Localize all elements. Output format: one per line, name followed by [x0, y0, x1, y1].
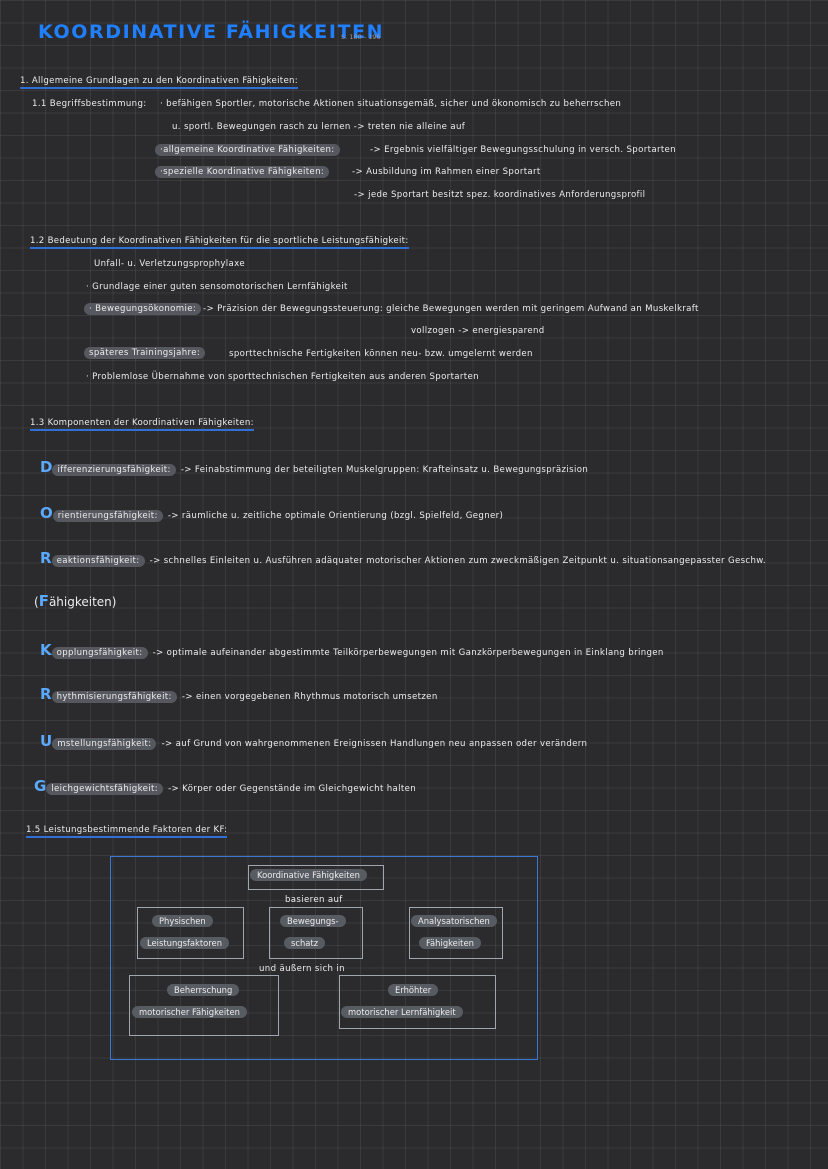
special-coordinative-text: -> Ausbildung im Rahmen einer Sportart	[352, 167, 541, 177]
mastery-label: Beherrschung	[167, 984, 240, 996]
significance-item-2: · Grundlage einer guten sensomotorischen…	[86, 282, 348, 292]
general-coordinative-label: ·allgemeine Koordinative Fähigkeiten:	[155, 144, 340, 156]
component-text: -> Feinabstimmung der beteiligten Muskel…	[180, 465, 589, 475]
component-text: -> auf Grund von wahrgenommenen Ereignis…	[161, 739, 588, 749]
component-text: -> Körper oder Gegenstände im Gleichgewi…	[168, 784, 417, 794]
definition-line-2: u. sportl. Bewegungen rasch zu lernen ->…	[172, 122, 466, 132]
paren-open: (	[34, 595, 39, 609]
section-1-2-heading: 1.2 Bedeutung der Koordinativen Fähigkei…	[30, 236, 409, 249]
physical-label: Physischen	[152, 915, 213, 927]
section-1-1-label: 1.1 Begriffsbestimmung:	[32, 99, 147, 109]
coordinative-abilities-label: Koordinative Fähigkeiten	[250, 869, 367, 881]
paren-initial: F	[38, 592, 49, 610]
connector-based-on: basieren auf	[285, 895, 343, 905]
diagram-top-box	[248, 865, 384, 890]
diagram-box-movement-repertoire	[269, 907, 363, 959]
section-1-heading: 1. Allgemeine Grundlagen zu den Koordina…	[20, 76, 298, 89]
component-initial: D	[40, 458, 53, 476]
performance-factors-label: Leistungsfaktoren	[140, 937, 229, 949]
general-coordinative-text: -> Ergebnis vielfältiger Bewegungsschulu…	[370, 145, 676, 155]
component-label: rientierungsfähigkeit:	[52, 510, 163, 522]
page-reference: S. 180 - 196	[341, 33, 381, 41]
section-1-3-heading: 1.3 Komponenten der Koordinativen Fähigk…	[30, 418, 254, 431]
component-initial: G	[34, 777, 47, 795]
component-initial: U	[40, 732, 53, 750]
significance-item-1: Unfall- u. Verletzungsprophylaxe	[94, 259, 245, 269]
later-training-label: späteres Trainingsjahre:	[84, 347, 206, 359]
paren-rest: ähigkeiten)	[48, 595, 117, 609]
component-initial: O	[40, 504, 53, 522]
motor-learning-label: motorischer Lernfähigkeit	[341, 1006, 463, 1018]
diagram-box-learning	[339, 975, 496, 1029]
definition-line-1: · befähigen Sportler, motorische Aktione…	[160, 99, 622, 109]
diagram-box-mastery	[129, 975, 279, 1036]
section-1-5-heading: 1.5 Leistungsbestimmende Faktoren der KF…	[26, 825, 228, 838]
analytical-label: Analysatorischen	[411, 915, 497, 927]
component-label: mstellungsfähigkeit:	[52, 738, 157, 750]
significance-item-5: · Problemlose Übernahme von sporttechnis…	[86, 372, 479, 382]
abilities-label: Fähigkeiten	[419, 937, 481, 949]
component-initial: R	[40, 685, 52, 703]
component-label: ifferenzierungsfähigkeit:	[52, 464, 176, 476]
component-text: -> einen vorgegebenen Rhythmus motorisch…	[181, 692, 438, 702]
abilities-parenthetical: (Fähigkeiten)	[34, 592, 116, 610]
page-title: KOORDINATIVE FÄHIGKEITEN	[38, 21, 385, 43]
component-label: opplungsfähigkeit:	[51, 647, 148, 659]
component-initial: R	[40, 549, 52, 567]
diagram-box-physical	[137, 907, 244, 959]
component-label: eaktionsfähigkeit:	[51, 555, 145, 567]
movement-economy-text: -> Präzision der Bewegungssteuerung: gle…	[203, 304, 699, 314]
factors-diagram	[110, 856, 538, 1060]
increased-label: Erhöhter	[388, 984, 439, 996]
component-text: -> räumliche u. zeitliche optimale Orien…	[167, 511, 504, 521]
component-initial: K	[40, 641, 52, 659]
movement-economy-label: · Bewegungsökonomie:	[84, 303, 202, 315]
motor-abilities-label: motorischer Fähigkeiten	[132, 1006, 247, 1018]
later-training-text: sporttechnische Fertigkeiten können neu-…	[229, 349, 533, 359]
component-text: -> schnelles Einleiten u. Ausführen adäq…	[149, 556, 766, 566]
repertoire-label: schatz	[284, 937, 326, 949]
special-coordinative-text-2: -> jede Sportart besitzt spez. koordinat…	[354, 190, 646, 200]
movement-economy-text-2: vollzogen -> energiesparend	[411, 326, 545, 336]
diagram-box-analytical	[409, 907, 503, 959]
special-coordinative-label: ·spezielle Koordinative Fähigkeiten:	[155, 166, 330, 178]
movement-label: Bewegungs-	[280, 915, 346, 927]
component-label: leichgewichtsfähigkeit:	[46, 783, 163, 795]
component-text: -> optimale aufeinander abgestimmte Teil…	[152, 648, 664, 658]
component-label: hythmisierungsfähigkeit:	[51, 691, 177, 703]
connector-manifest-in: und äußern sich in	[259, 964, 345, 974]
